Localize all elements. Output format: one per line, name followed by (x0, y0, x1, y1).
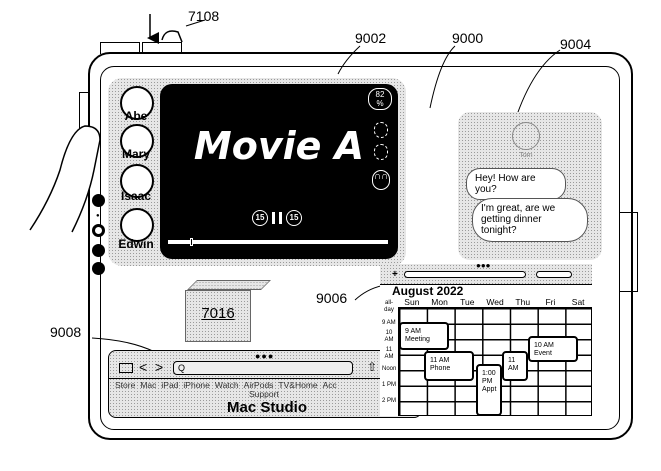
time-label: 2 PM (382, 398, 397, 404)
day-header: Tue (460, 297, 475, 307)
nav-ipad[interactable]: iPad (161, 380, 179, 390)
calendar-month: August 2022 (392, 284, 464, 298)
ref-9006: 9006 (316, 290, 348, 306)
nav-watch[interactable]: Watch (214, 380, 239, 390)
ref-7108: 7108 (188, 8, 220, 24)
ref-9008: 9008 (50, 324, 82, 340)
day-header: Sun (404, 297, 420, 307)
nav-mac[interactable]: Mac (140, 380, 157, 390)
sidebar-icon[interactable] (119, 363, 133, 373)
scrubber-bar[interactable] (168, 240, 388, 244)
calendar-window: ●●● + August 2022 Sun Mon Tue Wed Thu Fr… (380, 261, 592, 416)
control-dot-selected[interactable] (92, 224, 105, 237)
movie-title: Movie A (193, 124, 365, 168)
ref-9002: 9002 (355, 30, 387, 46)
ref-9004: 9004 (560, 36, 592, 52)
participant-name: Mary (121, 147, 150, 161)
nav-airpods[interactable]: AirPods (243, 380, 274, 390)
pause-button[interactable] (272, 212, 282, 224)
day-headers: Sun Mon Tue Wed Thu Fri Sat (398, 298, 592, 307)
control-dot[interactable] (92, 262, 105, 275)
event-11am[interactable]: 11 AM (502, 351, 528, 381)
avatar-isaac[interactable] (120, 164, 154, 198)
nav-support[interactable]: Support (249, 389, 279, 399)
forward-button[interactable]: > (155, 359, 164, 375)
scrubber-handle[interactable] (190, 238, 193, 246)
browser-window: ●●● < > Q ⇧ Store Mac iPad iPhone Watch … (108, 350, 422, 418)
tablet-device (88, 52, 633, 440)
battery-indicator: 82 % (368, 88, 392, 110)
day-header: Mon (431, 297, 448, 307)
share-icon[interactable]: ⇧ (367, 360, 378, 374)
avatar-mary[interactable] (120, 124, 154, 158)
stand-bracket (620, 212, 638, 292)
video-player[interactable]: Movie A 82 % ∩∩ 15 15 (160, 84, 398, 259)
top-button-1[interactable] (100, 42, 140, 54)
dot-separator: ● (96, 213, 100, 219)
nav-iphone[interactable]: iPhone (183, 380, 210, 390)
message-bubble: I'm great, are we getting dinner tonight… (472, 198, 588, 242)
empty-slot-icon (374, 144, 388, 160)
top-button-2[interactable] (142, 42, 182, 54)
time-label: 11 AM (384, 347, 394, 360)
day-header: Fri (545, 297, 556, 307)
event-meeting[interactable]: 9 AM Meeting (399, 322, 449, 350)
nav-store[interactable]: Store (115, 380, 136, 390)
avatar-edwin[interactable] (120, 208, 154, 242)
time-label: all-day (384, 300, 394, 313)
message-bubble: Hey! How are you? (466, 168, 566, 200)
day-header: Wed (486, 297, 504, 307)
browser-nav: Store Mac iPad iPhone Watch AirPods TV&H… (115, 380, 337, 390)
event-phone[interactable]: 11 AM Phone (424, 351, 474, 381)
time-label: 10 AM (384, 330, 394, 343)
event-appt[interactable]: 1:00 PM Appt (476, 364, 502, 416)
participant-name: Isaac (120, 189, 152, 203)
back-button[interactable]: < (139, 359, 148, 375)
control-dot[interactable] (92, 194, 105, 207)
skip-back-button[interactable]: 15 (252, 210, 268, 226)
address-bar[interactable]: Q (173, 361, 353, 375)
ref-7016: 7016 (201, 305, 235, 322)
contact-avatar (512, 122, 540, 150)
cube-top (187, 280, 271, 290)
day-header: Thu (515, 297, 531, 307)
airpods-icon[interactable]: ∩∩ (372, 170, 390, 190)
participant-name: Abe (124, 109, 148, 123)
add-event-button[interactable]: + (392, 269, 398, 280)
empty-slot-icon (374, 122, 388, 138)
participant-name: Edwin (118, 237, 154, 251)
nav-accessories[interactable]: Acc (322, 380, 337, 390)
messages-window: Tom Hey! How are you? I'm great, are we … (458, 112, 602, 260)
contact-name: Tom (519, 152, 533, 159)
time-label: 9 AM (382, 320, 396, 326)
calendar-search[interactable] (536, 271, 572, 278)
day-header: Sat (571, 297, 585, 307)
time-label: Noon (382, 366, 397, 372)
window-handle[interactable]: ●●● (255, 351, 275, 361)
time-label: 1 PM (382, 382, 397, 388)
avatar-abe[interactable] (120, 86, 154, 120)
event-10am[interactable]: 10 AM Event (528, 336, 578, 362)
hand-illustration (29, 125, 101, 233)
skip-forward-button[interactable]: 15 (286, 210, 302, 226)
control-dot[interactable] (92, 244, 105, 257)
page-headline: Mac Studio (227, 399, 308, 416)
calendar-scroll-bar[interactable] (404, 271, 526, 278)
window-handle[interactable]: ●●● (476, 261, 491, 270)
cube-object[interactable]: 7016 (185, 290, 251, 342)
ref-9000: 9000 (452, 30, 484, 46)
nav-tv-home[interactable]: TV&Home (278, 380, 318, 390)
